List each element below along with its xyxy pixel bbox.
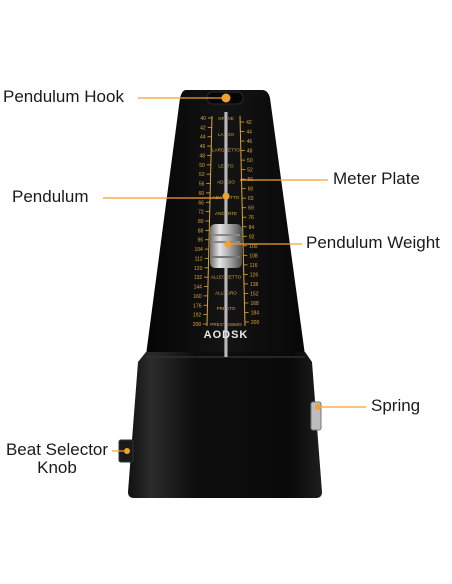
scale-label-left: 208 <box>193 322 202 328</box>
scale-label-left: 144 <box>194 285 203 291</box>
scale-label-left: 88 <box>198 228 204 234</box>
pendulum-hook-marker <box>221 93 231 103</box>
scale-label-right: 48 <box>247 149 253 155</box>
callout-pendulum-hook: Pendulum Hook <box>3 87 124 106</box>
scale-label-left: 96 <box>197 238 203 244</box>
scale-label-right: 52 <box>247 168 253 174</box>
scale-label-right: 152 <box>250 291 259 297</box>
callout-beat-selector-knob: Beat Selector Knob <box>1 441 113 477</box>
pendulum-weight[interactable] <box>210 224 242 268</box>
scale-label-left: 132 <box>194 275 203 281</box>
callout-beat-selector-line1: Beat Selector <box>5 440 109 459</box>
scale-label-right: 92 <box>249 234 255 240</box>
callout-leaders <box>103 97 366 452</box>
scale-label-right: 42 <box>246 120 252 126</box>
scale-label-left: 112 <box>195 256 203 262</box>
scale-label-right: 46 <box>247 139 253 145</box>
scale-label-left: 104 <box>194 247 203 253</box>
callout-meter-plate: Meter Plate <box>333 169 420 188</box>
scale-label-right: 100 <box>249 244 258 250</box>
callout-pendulum-weight: Pendulum Weight <box>306 233 440 252</box>
scale-label-right: 108 <box>249 253 258 259</box>
brand-logo: AODSK <box>204 329 249 341</box>
scale-label-left: 56 <box>199 182 205 188</box>
scale-label-right: 126 <box>250 272 259 278</box>
scale-label-left: 192 <box>193 313 202 319</box>
scale-label-left: 80 <box>198 219 204 225</box>
scale-label-left: 42 <box>200 125 206 131</box>
scale-label-right: 63 <box>248 196 254 202</box>
scale-label-left: 40 <box>200 116 206 122</box>
scale-label-right: 200 <box>251 320 260 326</box>
metronome-base <box>128 352 322 498</box>
scale-label-right: 138 <box>250 282 259 288</box>
scale-label-left: 50 <box>199 163 205 169</box>
callout-beat-selector-line2: Knob <box>37 457 77 477</box>
spring-marker <box>315 404 321 410</box>
knob-marker <box>124 448 130 454</box>
callout-spring: Spring <box>371 396 421 415</box>
scale-label-left: 52 <box>199 172 205 178</box>
scale-label-left: 72 <box>198 210 204 216</box>
scale-label-right: 116 <box>250 263 258 269</box>
scale-label-right: 168 <box>250 301 259 307</box>
scale-label-right: 76 <box>248 215 254 221</box>
scale-label-right: 44 <box>246 130 252 136</box>
scale-label-left: 48 <box>199 153 205 159</box>
scale-label-right: 60 <box>248 187 254 193</box>
scale-label-left: 66 <box>198 200 204 206</box>
pendulum-weight-marker <box>224 240 232 248</box>
scale-label-left: 44 <box>200 135 206 141</box>
scale-label-left: 176 <box>193 303 202 309</box>
scale-label-left: 60 <box>199 191 205 197</box>
scale-label-right: 50 <box>247 158 253 164</box>
scale-label-left: 46 <box>200 144 206 150</box>
scale-label-left: 160 <box>193 294 202 300</box>
scale-label-right: 84 <box>249 225 255 231</box>
scale-label-right: 184 <box>251 310 260 316</box>
scale-label-left: 120 <box>194 266 203 272</box>
pendulum-marker <box>222 192 230 200</box>
scale-label-right: 69 <box>248 206 254 212</box>
callout-pendulum: Pendulum <box>12 187 89 206</box>
